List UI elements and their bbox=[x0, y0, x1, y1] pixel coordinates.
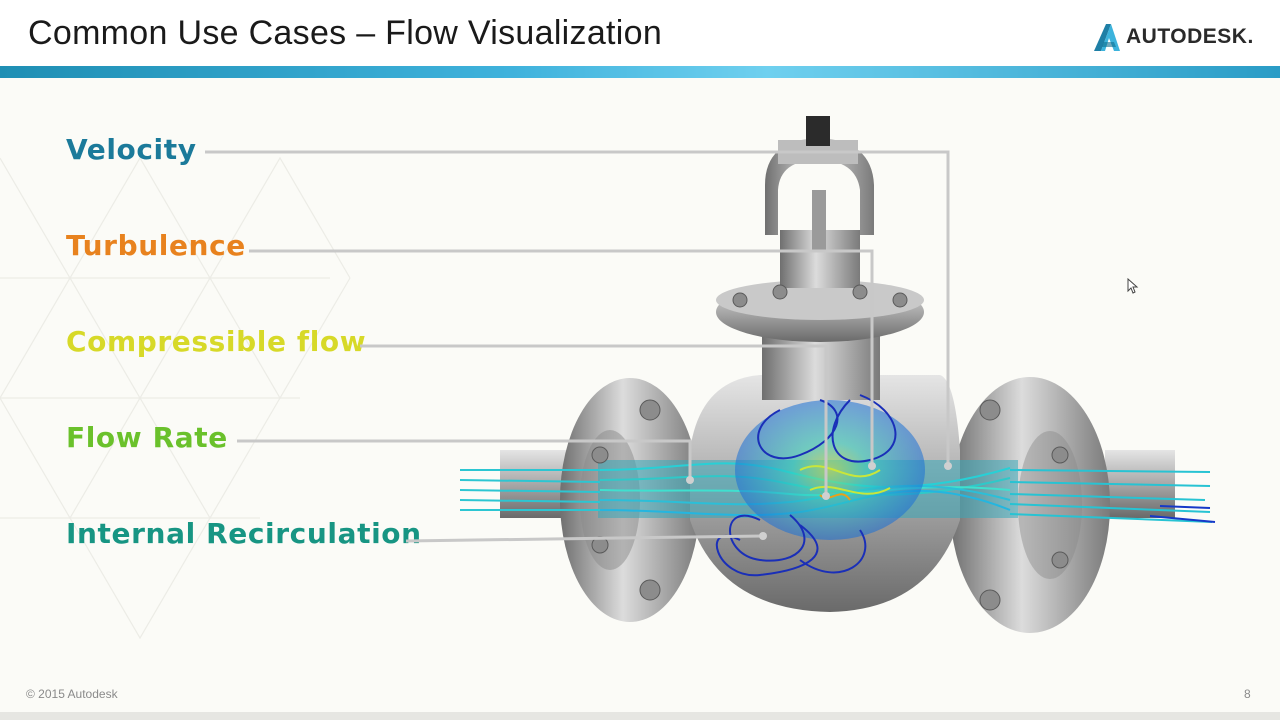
label-turbulence: Turbulence bbox=[66, 229, 246, 262]
valve-stem bbox=[806, 116, 830, 146]
page-number: 8 bbox=[1244, 687, 1251, 701]
background-triangle-pattern bbox=[0, 156, 351, 640]
pipe-stub-left bbox=[500, 450, 570, 518]
slide-header: Common Use Cases – Flow Visualization AU… bbox=[0, 0, 1280, 66]
bottom-edge-bar bbox=[0, 712, 1280, 720]
label-compressible-flow: Compressible flow bbox=[66, 325, 367, 358]
header-accent-bar bbox=[0, 66, 1280, 78]
callout-line-internal-recirculation bbox=[405, 534, 764, 543]
callout-lines bbox=[205, 150, 950, 543]
label-internal-recirculation: Internal Recirculation bbox=[66, 517, 422, 550]
autodesk-logo-text: AUTODESK. bbox=[1126, 25, 1254, 48]
autodesk-logo-icon bbox=[1094, 24, 1120, 51]
mouse-cursor-icon bbox=[1127, 278, 1139, 294]
callout-line-velocity bbox=[205, 150, 950, 466]
copyright-footer: © 2015 Autodesk bbox=[26, 687, 118, 701]
callout-line-flow-rate bbox=[237, 439, 692, 480]
callout-line-turbulence bbox=[249, 249, 874, 466]
slide-title: Common Use Cases – Flow Visualization bbox=[28, 14, 663, 52]
label-velocity: Velocity bbox=[66, 133, 197, 166]
flange-bolts bbox=[591, 284, 1069, 611]
callout-line-compressible-flow bbox=[360, 344, 828, 496]
recirculation-vortices bbox=[715, 394, 897, 577]
label-flow-rate: Flow Rate bbox=[66, 421, 228, 454]
